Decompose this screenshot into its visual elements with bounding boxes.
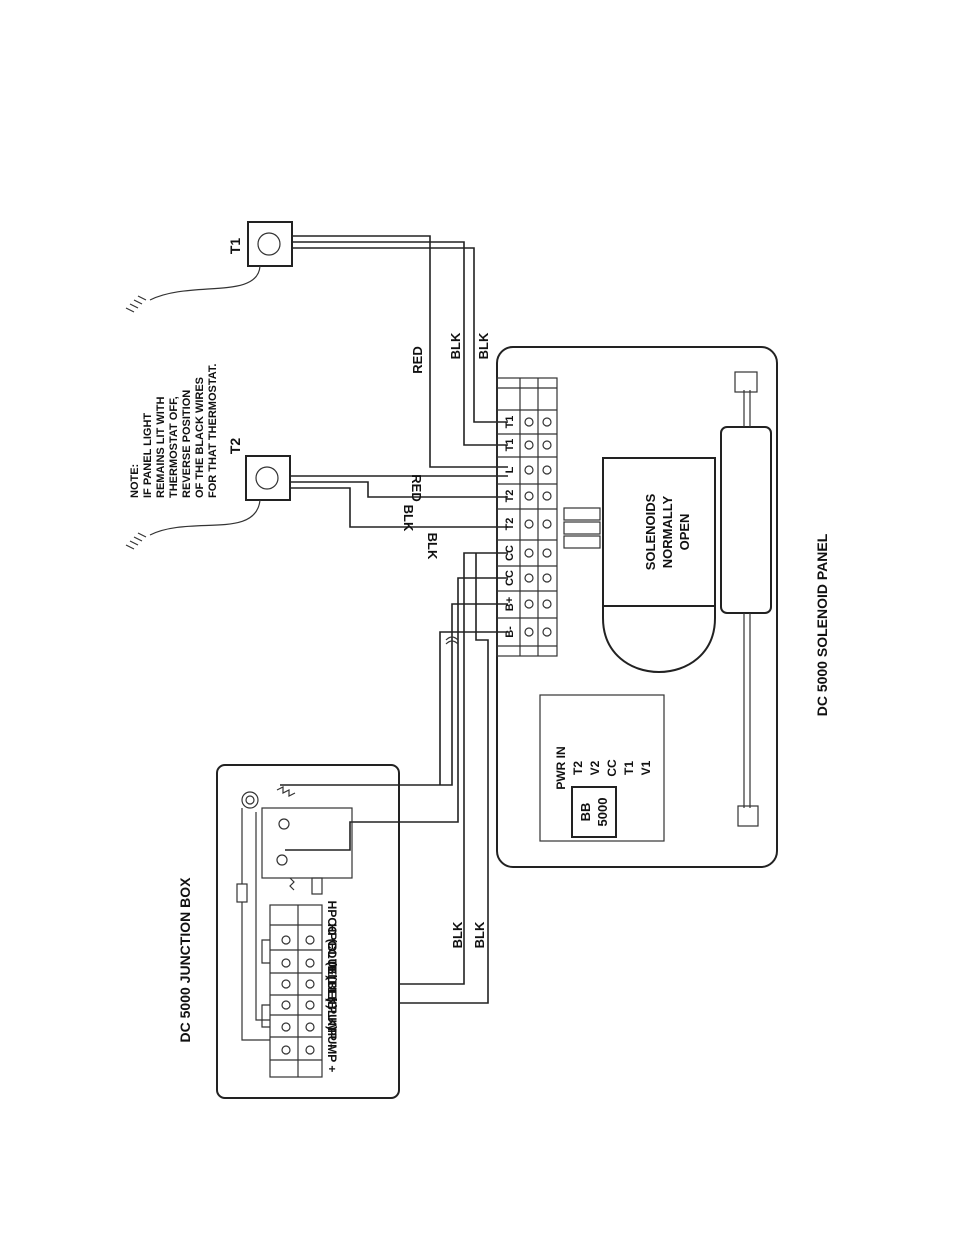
panel-terminal-5: CC [504, 545, 516, 561]
bb-label-0: BB [578, 803, 593, 822]
panel-terminal-0: T1 [504, 416, 516, 429]
solenoids-block: SOLENOIDS NORMALLY OPEN [602, 457, 716, 673]
note-line-6: FOR THAT THERMOSTAT. [207, 364, 219, 498]
panel-tube [720, 371, 772, 827]
panel-terminal-7: B+ [504, 597, 516, 611]
jb-wire-blk-label-a: BLK [450, 921, 465, 948]
pwr-list-1: T2 [571, 761, 585, 775]
thermostat-t2-label: T2 [227, 438, 243, 455]
pwr-list-3: CC [605, 759, 619, 777]
t2-wire-red-label: RED [409, 474, 424, 501]
t1-wire-blk-label-a: BLK [448, 332, 463, 359]
note-block: NOTE: IF PANEL LIGHT REMAINS LIT WITH TH… [129, 364, 219, 498]
note-line-2: REMAINS LIT WITH [155, 397, 167, 498]
solenoid-panel-title: DC 5000 SOLENOID PANEL [814, 533, 830, 716]
t1-wire-red-label: RED [410, 346, 425, 373]
panel-terminal-3: T2 [504, 490, 516, 503]
junction-box: HPCO (BLUE) HPCO (BLUE) T1 (BLK) T1 (BLK… [216, 764, 400, 1099]
jb-terminal-3: T1 (BLK) [325, 980, 339, 1030]
panel-terminal-4: T2 [504, 518, 516, 531]
jb-terminal-0: HPCO (BLUE) [325, 901, 339, 980]
jb-terminal-4: PUMP - [325, 1006, 339, 1048]
note-line-5: OF THE BLACK WIRES [194, 377, 206, 498]
panel-terminal-6: CC [504, 570, 516, 586]
panel-terminal-2: L [504, 466, 516, 473]
panel-terminal-1: T1 [504, 439, 516, 452]
pwr-in-block: PWR IN T2 V2 CC T1 V1 BB 5000 [539, 694, 665, 842]
solenoid-terminal-strip: T1 T1 L T2 T2 CC CC B+ B- [496, 377, 558, 657]
junction-terminal-strip [261, 904, 323, 1078]
solenoid-label-1: NORMALLY [660, 495, 675, 568]
solenoid-label-2: OPEN [677, 514, 692, 551]
junction-box-title: DC 5000 JUNCTION BOX [177, 877, 193, 1043]
jb-terminal-2: T1 (BLK) [325, 959, 339, 1009]
t2-wire-blk-label-b: BLK [425, 533, 440, 560]
t2-wires [290, 475, 508, 528]
thermostat-t2: T2 [125, 438, 291, 550]
note-line-3: THERMOSTAT OFF, [168, 396, 180, 498]
pwr-list-2: V2 [588, 760, 602, 775]
pwr-list-4: T1 [622, 761, 636, 775]
interconnect-wires [280, 552, 508, 1004]
jb-terminal-1: HPCO (BLUE) [325, 924, 339, 1003]
thermostat-t1: T1 [125, 221, 293, 313]
panel-terminal-8: B- [504, 626, 516, 638]
note-line-1: IF PANEL LIGHT [142, 413, 154, 498]
pwr-list-5: V1 [639, 760, 653, 775]
jb-terminal-5: PUMP + [325, 1028, 339, 1073]
t1-wires [292, 235, 508, 468]
t2-wire-blk-label-a: BLK [401, 505, 416, 532]
solenoid-panel: T1 T1 L T2 T2 CC CC B+ B- SOLENOIDS NORM… [496, 346, 778, 868]
solenoid-label-0: SOLENOIDS [643, 493, 658, 570]
pwr-list-0: PWR IN [554, 746, 568, 789]
t1-wire-blk-label-b: BLK [476, 332, 491, 359]
jb-wire-blk-label-b: BLK [472, 921, 487, 948]
bb-label-1: 5000 [595, 798, 610, 827]
note-line-0: NOTE: [129, 464, 141, 498]
thermostat-t1-label: T1 [227, 238, 243, 255]
note-line-4: REVERSE POSITION [181, 390, 193, 498]
